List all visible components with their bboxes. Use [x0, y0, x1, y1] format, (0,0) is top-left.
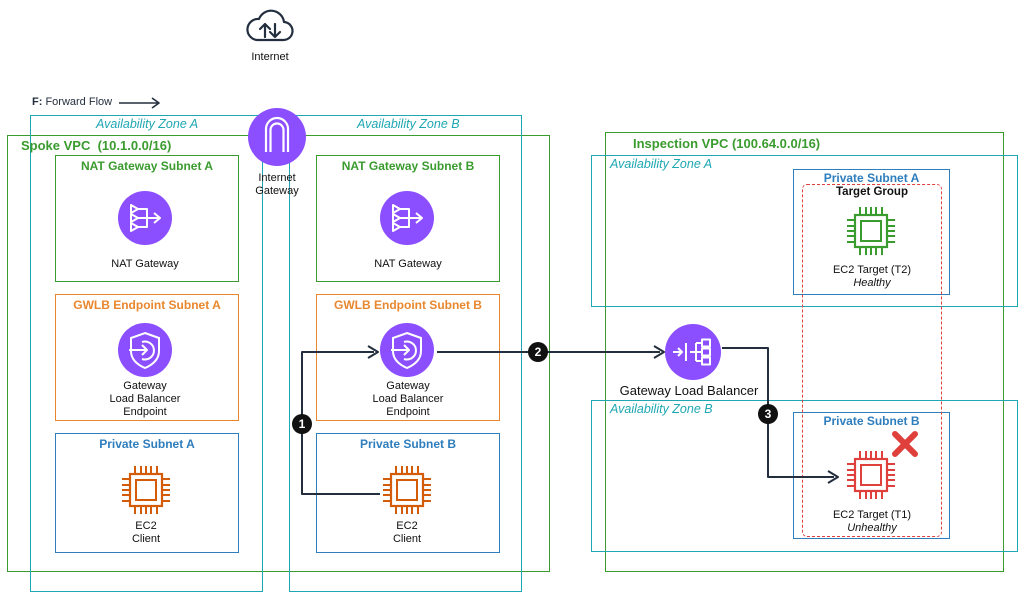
ec2-target-t2-label: EC2 Target (T2) Healthy — [811, 264, 933, 290]
ec2-client-icon — [122, 466, 170, 514]
ec2-client-b-label: EC2 Client — [357, 520, 457, 546]
spoke-az-b-label: Availability Zone B — [357, 117, 460, 131]
gwlb-endpoint-a-label: Gateway Load Balancer Endpoint — [95, 380, 195, 419]
internet-gateway-icon — [248, 108, 306, 166]
legend-text: Forward Flow — [45, 96, 113, 108]
ec2-target-t1-label: EC2 Target (T1) Unhealthy — [811, 509, 933, 535]
inspection-az-b-label: Availability Zone B — [610, 402, 713, 416]
gwlb-endpoint-subnet-a: GWLB Endpoint Subnet A — [55, 294, 239, 421]
target-group-box — [802, 184, 942, 537]
nat-subnet-a-title: NAT Gateway Subnet A — [80, 159, 214, 173]
inspection-az-a-box — [591, 155, 1018, 307]
spoke-vpc-label: Spoke VPC (10.1.0.0/16) — [21, 138, 172, 153]
ec2-client-b-line2: Client — [392, 533, 422, 545]
spoke-az-b-box — [289, 115, 522, 592]
ec2-target-unhealthy-icon — [847, 451, 895, 499]
nat-gateway-a-label: NAT Gateway — [111, 258, 179, 270]
gwlb-endpoint-b-label: Gateway Load Balancer Endpoint — [358, 380, 458, 419]
ec2-target-t2-status: Healthy — [853, 277, 891, 289]
inspection-private-subnet-a: Private Subnet A — [793, 169, 950, 295]
internet-label: Internet — [251, 51, 289, 63]
gwlb-endpoint-icon — [380, 323, 434, 377]
nat-subnet-b-title: NAT Gateway Subnet B — [341, 159, 475, 173]
gwlb-endpoint-b-line3: Endpoint — [386, 406, 430, 418]
ec2-client-a-label: EC2 Client — [96, 520, 196, 546]
gwlb-endpoint-a-line1: Gateway — [123, 380, 167, 392]
ec2-target-t1-status: Unhealthy — [847, 522, 897, 534]
inspection-az-b-box — [591, 400, 1018, 552]
legend-arrow-icon — [119, 97, 160, 109]
gwlb-endpoint-b-line1: Gateway — [386, 380, 430, 392]
spoke-az-a-box — [30, 115, 263, 592]
inspection-vpc-label: Inspection VPC (100.64.0.0/16) — [633, 136, 821, 151]
gwlb-endpoint-icon — [118, 323, 172, 377]
ec2-client-a-line1: EC2 — [135, 520, 157, 532]
ec2-target-t1-name: EC2 Target (T1) — [832, 509, 912, 521]
step-badge-1: 1 — [292, 414, 312, 434]
igw-line2: Gateway — [255, 185, 299, 197]
ec2-client-icon — [383, 466, 431, 514]
gwlb-endpoint-b-line2: Load Balancer — [372, 393, 444, 405]
internet-gateway-label: Internet Gateway — [241, 172, 313, 198]
gateway-load-balancer-icon — [665, 324, 721, 380]
inspection-private-subnet-b: Private Subnet B — [793, 412, 950, 539]
spoke-az-a-label: Availability Zone A — [96, 117, 199, 131]
target-group-label: Target Group — [836, 186, 908, 198]
inspection-az-a-label: Availability Zone A — [610, 157, 713, 171]
gwlb-endpoint-a-line3: Endpoint — [123, 406, 167, 418]
cloud-icon — [246, 9, 294, 42]
ec2-client-b-line1: EC2 — [396, 520, 418, 532]
inspection-private-subnet-a-title: Private Subnet A — [823, 171, 920, 185]
ec2-target-t2-name: EC2 Target (T2) — [832, 264, 912, 276]
gwlb-endpoint-subnet-a-title: GWLB Endpoint Subnet A — [73, 298, 221, 312]
ec2-target-healthy-icon — [847, 207, 895, 255]
gwlb-endpoint-a-line2: Load Balancer — [109, 393, 181, 405]
failed-x-icon — [892, 431, 918, 457]
legend-prefix: F: — [32, 96, 43, 108]
gateway-load-balancer-label: Gateway Load Balancer — [619, 383, 759, 398]
step-badge-2: 2 — [528, 342, 548, 362]
igw-line1: Internet — [258, 172, 296, 184]
inspection-private-subnet-b-title: Private Subnet B — [823, 414, 920, 428]
nat-gateway-icon — [118, 191, 172, 245]
nat-gateway-icon — [380, 191, 434, 245]
nat-gateway-b-label: NAT Gateway — [374, 258, 442, 270]
legend: F: Forward Flow — [32, 96, 112, 108]
spoke-private-subnet-a-title: Private Subnet A — [99, 437, 195, 451]
spoke-private-subnet-a: Private Subnet A — [55, 433, 239, 553]
ec2-client-a-line2: Client — [131, 533, 161, 545]
gwlb-endpoint-subnet-b-title: GWLB Endpoint Subnet B — [334, 298, 482, 312]
step-badge-3: 3 — [758, 404, 778, 424]
spoke-private-subnet-b-title: Private Subnet B — [359, 437, 457, 451]
